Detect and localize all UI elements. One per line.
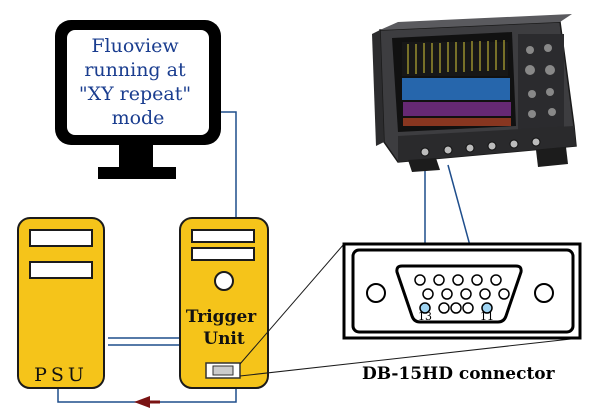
arrow-left-icon xyxy=(134,396,150,408)
db15-pin xyxy=(490,274,502,286)
db15-pin xyxy=(450,302,462,314)
callout-line-bottom xyxy=(239,337,581,377)
trigger-unit-line-1: Trigger xyxy=(186,307,257,327)
db15-pin xyxy=(414,274,426,286)
db15-pin xyxy=(498,288,510,300)
monitor-line-1: Fluoview xyxy=(91,35,179,57)
trigger-bay-2 xyxy=(191,247,255,261)
trigger-unit-label: Trigger Unit xyxy=(186,307,262,349)
trigger-unit-line-2: Unit xyxy=(203,329,245,349)
db15-pin xyxy=(433,274,445,286)
mount-hole-right xyxy=(534,283,554,303)
psu-bay-1 xyxy=(29,229,93,247)
psu-tower xyxy=(17,217,105,389)
trigger-button xyxy=(214,271,234,291)
db15-pins xyxy=(414,274,510,314)
monitor-icon xyxy=(55,20,221,179)
connector-label: DB-15HD connector xyxy=(362,364,556,384)
scope-waveforms xyxy=(402,40,511,126)
db15-pin xyxy=(462,302,474,314)
monitor-caption: Fluoview running at "XY repeat" mode xyxy=(79,35,197,129)
db15-pin xyxy=(438,302,450,314)
trigger-bay-1 xyxy=(191,229,255,243)
oscilloscope-icon xyxy=(372,14,577,172)
mount-hole-left xyxy=(366,283,386,303)
monitor-line-2: running at xyxy=(84,59,186,81)
db15-pin xyxy=(471,274,483,286)
db15-pin xyxy=(452,274,464,286)
pin-label-11: 11 xyxy=(480,310,494,323)
db15-pin xyxy=(441,288,453,300)
monitor-cable xyxy=(221,111,237,218)
db15-pin xyxy=(422,288,434,300)
monitor-line-3: "XY repeat" xyxy=(79,83,191,105)
callout-line-top xyxy=(239,243,345,365)
trigger-unit-tower xyxy=(179,217,269,389)
db15-connector-zoom xyxy=(342,242,582,340)
pin-label-13: 13 xyxy=(418,310,432,323)
db15-pin-highlighted xyxy=(419,302,431,314)
db15-pin xyxy=(460,288,472,300)
psu-bay-2 xyxy=(29,261,93,279)
db15-pin-highlighted xyxy=(481,302,493,314)
db15-pin xyxy=(479,288,491,300)
monitor-line-4: mode xyxy=(112,107,165,129)
psu-label: PSU xyxy=(34,364,88,386)
